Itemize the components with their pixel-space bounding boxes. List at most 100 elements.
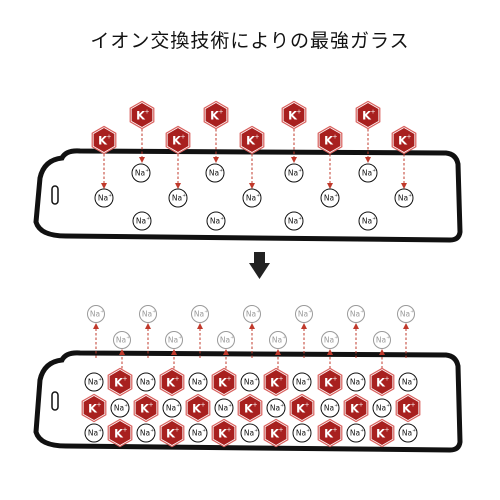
sodium-ion: Na+ xyxy=(284,163,304,183)
svg-text:+: + xyxy=(123,376,128,383)
svg-text:+: + xyxy=(407,134,412,141)
svg-text:Na: Na xyxy=(244,378,254,387)
svg-text:+: + xyxy=(360,428,364,434)
svg-text:+: + xyxy=(360,377,364,383)
svg-text:Na: Na xyxy=(140,429,150,438)
svg-text:Na: Na xyxy=(218,404,228,413)
potassium-ion: K+ xyxy=(133,393,159,423)
svg-text:+: + xyxy=(201,402,206,409)
svg-text:+: + xyxy=(150,428,154,434)
svg-text:K: K xyxy=(402,401,412,415)
svg-text:+: + xyxy=(386,335,390,341)
svg-text:+: + xyxy=(333,376,338,383)
svg-text:K: K xyxy=(136,108,146,122)
svg-text:+: + xyxy=(280,403,284,409)
potassium-ion: K+ xyxy=(317,418,343,448)
svg-text:Na: Na xyxy=(88,429,98,438)
sodium-ion: Na+ xyxy=(240,423,260,443)
svg-text:+: + xyxy=(228,403,232,409)
svg-text:K: K xyxy=(398,133,408,147)
svg-text:+: + xyxy=(100,309,104,315)
svg-text:K: K xyxy=(140,401,150,415)
potassium-ion: K+ xyxy=(395,393,421,423)
svg-text:Na: Na xyxy=(166,404,176,413)
svg-text:K: K xyxy=(296,401,306,415)
svg-text:K: K xyxy=(350,401,360,415)
svg-text:Na: Na xyxy=(136,217,146,226)
potassium-ion: K+ xyxy=(129,100,155,130)
svg-text:+: + xyxy=(256,309,260,315)
glass-notch xyxy=(51,185,59,205)
svg-text:+: + xyxy=(334,193,338,199)
svg-text:K: K xyxy=(218,426,228,440)
svg-text:+: + xyxy=(126,335,130,341)
svg-text:+: + xyxy=(219,168,223,174)
sodium-ion: Na+ xyxy=(284,211,304,231)
page-title: イオン交換技術によりの最強ガラス xyxy=(90,30,410,52)
potassium-ion: K+ xyxy=(165,125,191,155)
sodium-ion: Na+ xyxy=(398,372,418,392)
svg-text:+: + xyxy=(202,428,206,434)
svg-text:K: K xyxy=(246,133,256,147)
svg-text:+: + xyxy=(359,402,364,409)
svg-text:+: + xyxy=(150,377,154,383)
sodium-ion: Na+ xyxy=(136,372,156,392)
svg-text:K: K xyxy=(166,375,176,389)
potassium-ion: K+ xyxy=(237,393,263,423)
svg-text:+: + xyxy=(297,109,302,116)
sodium-ion: Na+ xyxy=(292,423,312,443)
potassium-ion: K+ xyxy=(107,418,133,448)
svg-text:+: + xyxy=(385,376,390,383)
svg-text:+: + xyxy=(254,428,258,434)
sodium-ion: Na+ xyxy=(346,372,366,392)
sodium-ion: Na+ xyxy=(372,398,392,418)
sodium-ion: Na+ xyxy=(320,188,340,208)
sodium-ion: Na+ xyxy=(292,372,312,392)
sodium-ion: Na+ xyxy=(94,188,114,208)
svg-text:+: + xyxy=(255,134,260,141)
svg-text:Na: Na xyxy=(296,378,306,387)
potassium-ion: K+ xyxy=(369,418,395,448)
svg-text:K: K xyxy=(288,108,298,122)
svg-text:Na: Na xyxy=(168,336,178,345)
svg-text:+: + xyxy=(176,403,180,409)
potassium-ion: K+ xyxy=(317,367,343,397)
svg-text:+: + xyxy=(333,427,338,434)
svg-text:Na: Na xyxy=(172,194,182,203)
svg-text:+: + xyxy=(97,402,102,409)
svg-text:K: K xyxy=(244,401,254,415)
sodium-ion: Na+ xyxy=(358,211,378,231)
svg-text:K: K xyxy=(218,375,228,389)
potassium-ion: K+ xyxy=(159,367,185,397)
svg-text:Na: Na xyxy=(135,169,145,178)
svg-text:+: + xyxy=(220,216,224,222)
svg-text:Na: Na xyxy=(288,169,298,178)
sodium-ion: Na+ xyxy=(321,331,339,349)
svg-text:Na: Na xyxy=(324,404,334,413)
svg-text:+: + xyxy=(175,427,180,434)
potassium-ion: K+ xyxy=(239,125,265,155)
svg-text:+: + xyxy=(202,377,206,383)
svg-text:K: K xyxy=(270,375,280,389)
svg-text:+: + xyxy=(305,402,310,409)
svg-text:Na: Na xyxy=(116,336,126,345)
sodium-ion: Na+ xyxy=(373,331,391,349)
svg-text:K: K xyxy=(324,375,334,389)
svg-text:+: + xyxy=(204,309,208,315)
svg-text:+: + xyxy=(372,168,376,174)
svg-text:K: K xyxy=(376,426,386,440)
potassium-ion: K+ xyxy=(185,393,211,423)
svg-text:+: + xyxy=(181,134,186,141)
svg-text:+: + xyxy=(412,377,416,383)
sodium-ion: Na+ xyxy=(397,305,415,323)
sodium-ion: Na+ xyxy=(84,372,104,392)
svg-text:K: K xyxy=(114,426,124,440)
svg-text:Na: Na xyxy=(210,217,220,226)
potassium-ion: K+ xyxy=(81,393,107,423)
svg-text:K: K xyxy=(172,133,182,147)
svg-text:+: + xyxy=(371,109,376,116)
svg-text:+: + xyxy=(178,335,182,341)
svg-text:+: + xyxy=(334,335,338,341)
svg-text:Na: Na xyxy=(400,310,410,319)
svg-text:K: K xyxy=(88,401,98,415)
